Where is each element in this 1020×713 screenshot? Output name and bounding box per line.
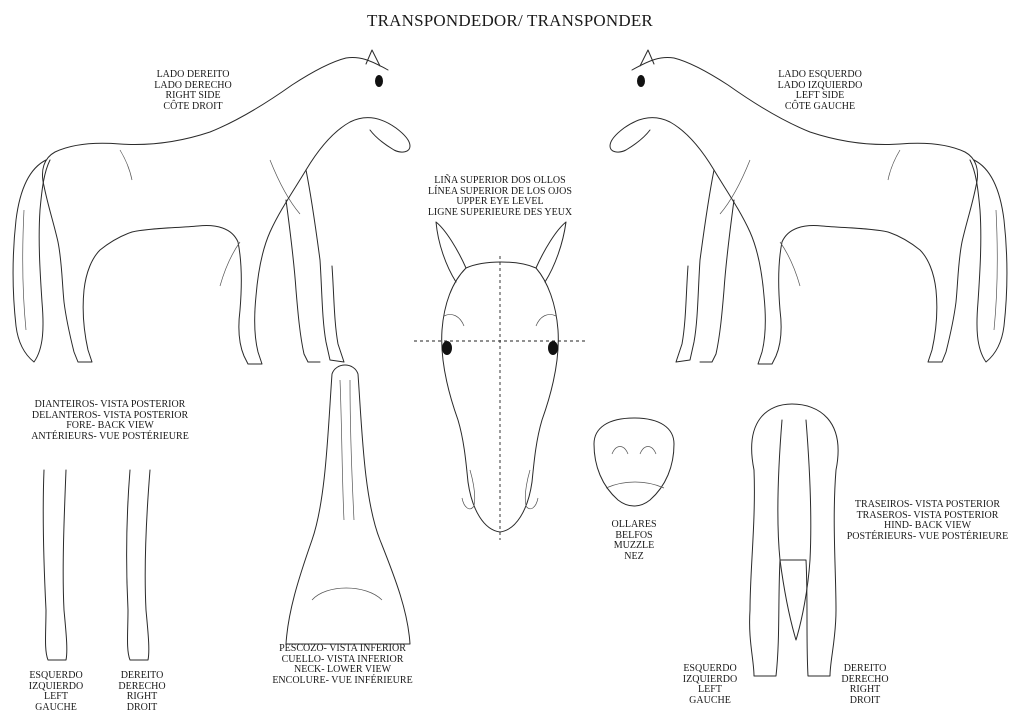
head-front-view (414, 222, 586, 540)
left-side-label: LADO ESQUERDO LADO IZQUIERDO LEFT SIDE C… (745, 70, 895, 112)
horse-left-eye (637, 75, 645, 87)
right-side-label: LADO DEREITO LADO DERECHO RIGHT SIDE CÔT… (118, 70, 268, 112)
hind-view-label: TRASEIROS- VISTA POSTERIOR TRASEROS- VIS… (840, 500, 1015, 542)
neck-view-label: PESCOZO- VISTA INFERIOR CUELLO- VISTA IN… (260, 644, 425, 686)
muzzle-label: OLLARES BELFOS MUZZLE NEZ (604, 520, 664, 562)
muzzle-view (594, 418, 674, 506)
horse-right-eye (375, 75, 383, 87)
hind-left-label: ESQUERDO IZQUIERDO LEFT GAUCHE (680, 664, 740, 706)
hind-right-label: DEREITO DERECHO RIGHT DROIT (835, 664, 895, 706)
neck-lower-view (286, 365, 410, 644)
eye-level-label: LIÑA SUPERIOR DOS OLLOS LÍNEA SUPERIOR D… (390, 176, 610, 218)
fore-right-label: DEREITO DERECHO RIGHT DROIT (112, 671, 172, 713)
head-right-eye (548, 341, 558, 355)
hind-back-view (750, 404, 838, 676)
fore-left-label: ESQUERDO IZQUIERDO LEFT GAUCHE (26, 671, 86, 713)
head-left-eye (442, 341, 452, 355)
fore-legs-back-view (43, 470, 150, 660)
fore-view-label: DIANTEIROS- VISTA POSTERIOR DELANTEROS- … (10, 400, 210, 442)
